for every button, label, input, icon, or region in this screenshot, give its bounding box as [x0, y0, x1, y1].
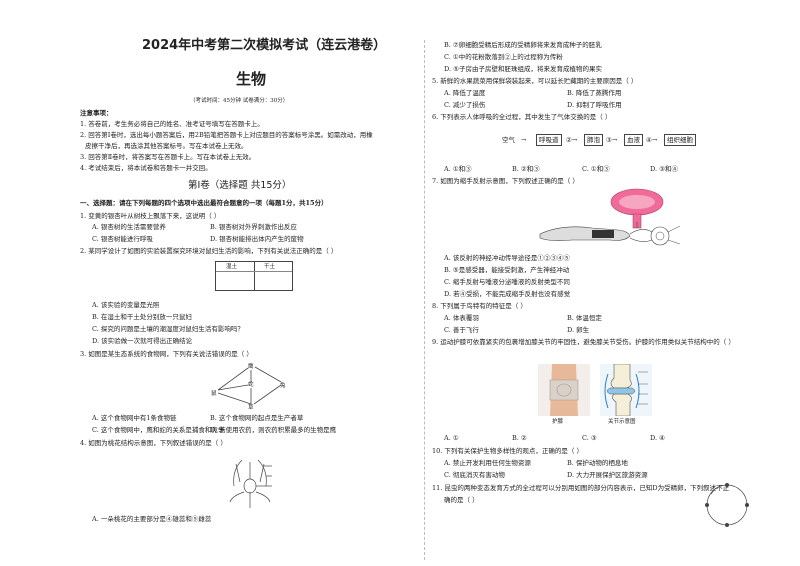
note-item: 3. 回答第Ⅱ卷时，将答案写在答题卡上。写在本试卷上无效。 — [80, 153, 256, 161]
joint-diagram-image — [600, 364, 652, 416]
option: C. 探究的问题是土壤的潮湿度对鼠妇生活有影响吗？ — [92, 325, 244, 333]
option: A. 该实验的变量是光照 — [92, 301, 160, 309]
option: C. 善于飞行 — [444, 326, 479, 334]
option: B. ②和③ — [512, 165, 540, 173]
option: C. ③ — [582, 434, 597, 442]
question-4: 4. 如图为桃花结构示意图，下列叙述错误的是（ ） — [80, 439, 227, 447]
option: C. 银杏树能进行呼吸 — [92, 235, 153, 243]
question-2: 2. 某同学设计了如图的实验装置探究环境对鼠妇生活的影响，下列有关说法正确的是（… — [80, 247, 338, 255]
joint-caption: 关节示意图 — [608, 419, 636, 425]
option: D. 该实验做一次就可得出正确结论 — [92, 337, 193, 345]
knee-caption: 护膝 — [552, 419, 564, 425]
option: B. 体温恒定 — [567, 314, 602, 322]
option: A. ①和③ — [444, 165, 472, 173]
option: D. 卵生 — [567, 326, 590, 334]
option: C. 缩手反射与唾液分泌唾液的反射类型不同 — [444, 278, 570, 286]
question-11: 11. 昆虫的两种变态发育方式的全过程可以分别用如图的部分内容表示，已知D为受精… — [432, 484, 730, 492]
question-6: 6. 下列表示人体呼吸的全过程，其中发生了气体交换的是（ ） — [432, 113, 612, 121]
option: D. ④ — [650, 434, 665, 442]
question-5: 5. 新鲜的水果蔬菜用保鲜袋装起来，可以延长贮藏期的主要原因是（ ） — [432, 77, 638, 85]
knee-brace-image — [538, 364, 590, 416]
soil-label-dry: 干土 — [264, 264, 276, 270]
option: D. ⑤子房由子房壁和胚珠组成，将来发育成植物的果实 — [444, 65, 602, 73]
node-grass: 草 — [248, 405, 254, 411]
note-item: 1. 答卷前，考生务必将自己的姓名、准考证号填写在答题卡上。 — [80, 120, 264, 128]
soil-box-figure: 湿土 干土 — [215, 261, 293, 291]
node-rabbit: 兔 — [280, 383, 286, 389]
node-mouse: 鼠 — [211, 391, 217, 397]
question-9: 9. 运动护膝可依靠紧实的包裹增加膝关节的牢固性，避免膝关节受伤。护膝的作用类似… — [432, 338, 735, 346]
option: D. 大力开展保护区旅游资源 — [567, 471, 648, 479]
question-1: 1. 变黄的银杏叶从树枝上飘落下来，这说明（ ） — [80, 212, 221, 220]
option: D. 若④受损，不能完成缩手反射也没有感觉 — [444, 290, 571, 298]
option: A. 禁止开发利用任何生物资源 — [444, 459, 531, 467]
flow-step: 空气 — [502, 136, 515, 144]
option: B. 这个食物网的起点是生产者草 — [210, 414, 304, 422]
option: C. 减少了损伤 — [444, 101, 486, 109]
node-snake: 蛇 — [248, 382, 254, 388]
question-3: 3. 如图是某生态系统的食物网，下列有关说法错误的是（ ） — [80, 350, 253, 358]
notes-heading: 注意事项： — [80, 109, 113, 117]
option: D. 抑制了呼吸作用 — [567, 101, 622, 109]
respiration-flow-figure: 空气 → 呼吸道 ②→ 肺泡 ③→ 血液 ④→ 组织细胞 — [502, 134, 702, 148]
reflex-arc-figure — [539, 188, 681, 246]
note-item: 皮擦干净后，再选涂其他答案标号。写在本试卷上无效。 — [85, 142, 248, 150]
option: B. ⑤是感受器，能接受刺激，产生神经冲动 — [444, 266, 570, 274]
option: A. 这个食物网中有1条食物链 — [92, 414, 177, 422]
option: D. 若使用农药，则农药积累最多的生物是鹰 — [210, 426, 337, 434]
column-divider — [424, 40, 425, 560]
option: C. ①和③ — [582, 165, 610, 173]
option: A. 银杏树的生活需要营养 — [92, 223, 166, 231]
flow-step: 血液 — [624, 134, 643, 146]
option: B. ⑦卵细胞受精后形成的受精卵将来发育成种子的胚乳 — [444, 41, 602, 49]
option: A. 该反射的神经冲动传导途径是①②③④⑤ — [444, 254, 570, 262]
option: A. 体表覆羽 — [444, 314, 479, 322]
flow-step: 肺泡 — [584, 134, 603, 146]
section-instruction: 一、选择题：请在下列每题的四个选项中选出最符合题意的一项（每题1分，共15分） — [80, 199, 328, 207]
time-info: （考试时间：45分钟 试卷满分：30分） — [190, 98, 289, 104]
option: C. 彻底消灭有害动物 — [444, 471, 505, 479]
exam-title: 2024年中考第二次模拟考试（连云港卷） — [142, 38, 387, 53]
flow-step: 呼吸道 — [536, 134, 562, 146]
option: B. 银杏树对外界刺激作出反应 — [210, 223, 297, 231]
option: D. 银杏树能排出体内产生的废物 — [210, 235, 304, 243]
note-item: 2. 回答第Ⅰ卷时，选出每小题答案后，用2B铅笔把答题卡上对应题目的答案标号涂黑… — [80, 131, 373, 139]
option: B. 在湿土和干土处分别放一只鼠妇 — [92, 313, 192, 321]
soil-label-wet: 湿土 — [226, 264, 238, 270]
insect-lifecycle-figure — [705, 483, 749, 527]
question-7: 7. 如图为缩手反射示意图，下列叙述正确的是（ ） — [432, 177, 579, 185]
option: C. ①中的花粉散落到②上的过程称为传粉 — [444, 53, 563, 61]
option: B. ② — [512, 434, 527, 442]
note-item: 4. 考试结束后，将本试卷和答题卡一并交回。 — [80, 164, 212, 172]
option: B. 降低了蒸腾作用 — [567, 89, 622, 97]
option: A. ① — [444, 434, 459, 442]
question-11-cont: 确的是（ ） — [444, 496, 479, 504]
option: D. ③和④ — [650, 165, 678, 173]
flow-step: 组织细胞 — [664, 134, 696, 146]
option: A. 降低了温度 — [444, 89, 486, 97]
subject-title: 生物 — [236, 70, 267, 88]
peach-flower-figure — [229, 459, 272, 508]
section-title: 第Ⅰ卷（选择题 共15分） — [188, 180, 292, 191]
question-8: 8. 下列属于鸟特有的特征是（ ） — [432, 302, 527, 310]
option: A. 一朵桃花的主要部分是④雄蕊和⑤雌蕊 — [92, 515, 212, 523]
question-10: 10. 下列有关保护生物多样性的观点，正确的是（ ） — [432, 447, 583, 455]
option: C. 这个食物网中，鹰和蛇的关系是捕食和竞争 — [92, 426, 225, 434]
node-eagle: 鹰 — [248, 364, 254, 370]
option: B. 保护动物的栖息地 — [567, 459, 628, 467]
food-web-figure — [217, 366, 282, 405]
